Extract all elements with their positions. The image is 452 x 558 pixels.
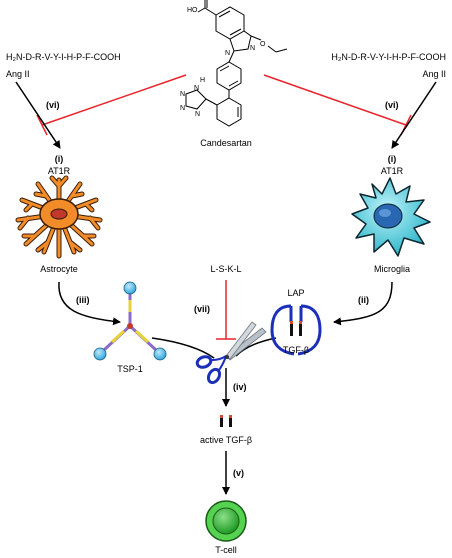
step-vi-left: (vi) bbox=[46, 100, 60, 110]
candesartan-structure bbox=[185, 0, 288, 127]
ang-ii-label-right: Ang II bbox=[422, 69, 446, 79]
t-cell-label: T-cell bbox=[215, 545, 237, 555]
ang-ii-arrow-left bbox=[15, 81, 61, 149]
tsp1-label: TSP-1 bbox=[117, 364, 143, 374]
astrocyte-to-tsp-arrow bbox=[58, 281, 121, 326]
scissors-icon bbox=[195, 321, 267, 385]
microglia-label: Microglia bbox=[374, 264, 410, 274]
ang-ii-label-left: Ang II bbox=[6, 69, 30, 79]
microglia-cell bbox=[351, 177, 431, 257]
ang-ii-sequence-left: H₂N-D-R-V-Y-I-H-P-F-COOH bbox=[6, 52, 121, 62]
step-vi-right: (vi) bbox=[385, 100, 399, 110]
active-tgf-beta-label: active TGF-β bbox=[200, 435, 252, 445]
step-v: (v) bbox=[233, 468, 244, 478]
tetrazole-n-label: N bbox=[180, 91, 185, 98]
microglia-to-lap-arrow bbox=[333, 281, 393, 326]
tetrazole-n-label: N bbox=[194, 85, 199, 92]
t-cell bbox=[205, 500, 247, 542]
ang-ii-sequence-right: H₂N-D-R-V-Y-I-H-P-F-COOH bbox=[331, 52, 446, 62]
at1r-label-right: AT1R bbox=[381, 166, 404, 176]
lap-label: LAP bbox=[287, 288, 304, 298]
step-iv: (iv) bbox=[233, 382, 247, 392]
candesartan-inhibition-lines bbox=[36, 74, 412, 136]
ang-ii-arrow-right bbox=[391, 81, 437, 149]
step-vii: (vii) bbox=[194, 304, 210, 314]
candesartan-label: Candesartan bbox=[200, 138, 252, 148]
at1r-label-left: AT1R bbox=[48, 166, 71, 176]
step-iii: (iii) bbox=[76, 295, 90, 305]
tsp-to-scissors-line bbox=[151, 337, 215, 359]
lap-tgf-complex bbox=[270, 304, 322, 356]
step-i-left: (i) bbox=[55, 154, 64, 164]
active-tgf-beta-icon bbox=[220, 415, 232, 427]
lskl-peptide-label: L-S-K-L bbox=[210, 264, 241, 274]
astrocyte-cell bbox=[15, 175, 103, 259]
acid-oh-label: HO bbox=[187, 7, 198, 14]
step-i-right: (i) bbox=[388, 154, 397, 164]
tetrazole-n-label: N bbox=[195, 111, 200, 118]
ethoxy-o-label: O bbox=[260, 41, 266, 48]
astrocyte-label: Astrocyte bbox=[40, 264, 78, 274]
imidazole-n-label: N bbox=[250, 45, 255, 52]
tetrazole-n-label: N bbox=[180, 105, 185, 112]
lskl-inhibition-line bbox=[216, 280, 236, 340]
tgf-beta-label: TGF-β bbox=[283, 345, 309, 355]
imidazole-n-label: N bbox=[225, 50, 230, 57]
tsp1-molecule bbox=[93, 281, 167, 361]
step-ii: (ii) bbox=[358, 295, 369, 305]
tetrazole-h-label: H bbox=[200, 77, 205, 84]
